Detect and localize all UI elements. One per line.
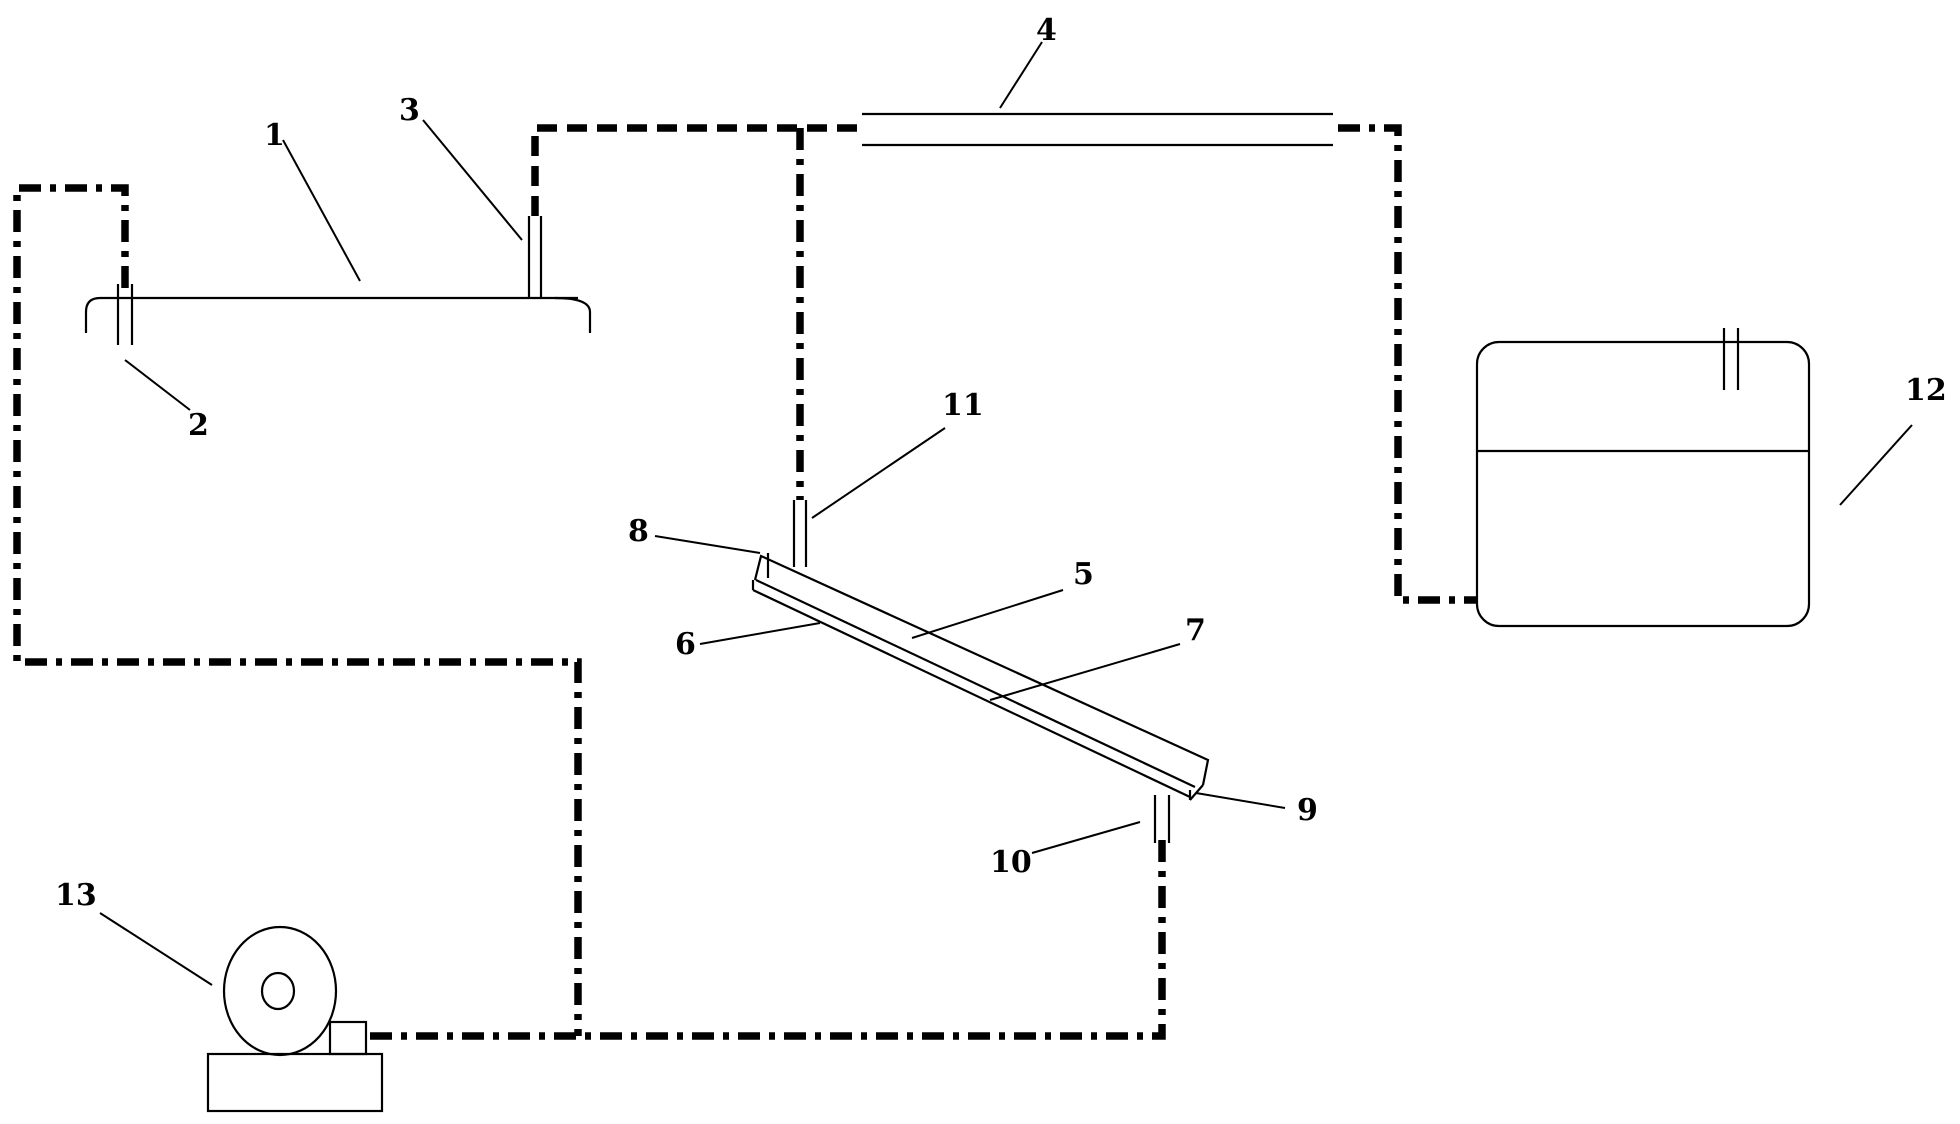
pump-13	[206, 925, 384, 1113]
tank-12	[1475, 328, 1811, 628]
leader-11	[811, 427, 946, 519]
label-9: 9	[1297, 793, 1318, 828]
label-12: 12	[1905, 373, 1947, 408]
leader-4	[999, 41, 1043, 109]
label-7: 7	[1185, 613, 1206, 648]
label-4: 4	[1036, 13, 1057, 48]
label-5: 5	[1073, 557, 1094, 592]
label-10: 10	[990, 845, 1032, 880]
leader-13	[99, 912, 213, 986]
leader-12	[1839, 424, 1913, 506]
label-1: 1	[264, 118, 285, 153]
pipe-to-tank	[1338, 124, 1476, 604]
tube-4	[862, 112, 1333, 147]
leader-1	[282, 139, 361, 282]
label-2: 2	[188, 408, 209, 443]
leader-6	[699, 622, 821, 645]
fitting-11	[792, 500, 808, 567]
label-6: 6	[675, 627, 696, 662]
leader-8	[654, 535, 761, 554]
header-pipe-1	[84, 296, 592, 333]
leader-10	[1031, 821, 1141, 854]
fitting-2	[116, 284, 134, 345]
label-11: 11	[942, 388, 984, 423]
inclined-unit	[751, 554, 1210, 801]
fitting-10	[1153, 795, 1171, 843]
leader-7	[989, 643, 1181, 701]
leader-5	[911, 589, 1064, 639]
label-8: 8	[628, 514, 649, 549]
leader-2	[124, 359, 191, 411]
leader-3	[422, 119, 523, 241]
pipe-bottom-return	[370, 840, 1166, 1040]
pipe-top-from-3	[531, 124, 862, 216]
pipe-left-loop	[13, 184, 582, 1036]
label-3: 3	[399, 93, 420, 128]
label-13: 13	[55, 878, 97, 913]
fitting-3	[527, 216, 543, 298]
leader-9	[1195, 792, 1286, 809]
